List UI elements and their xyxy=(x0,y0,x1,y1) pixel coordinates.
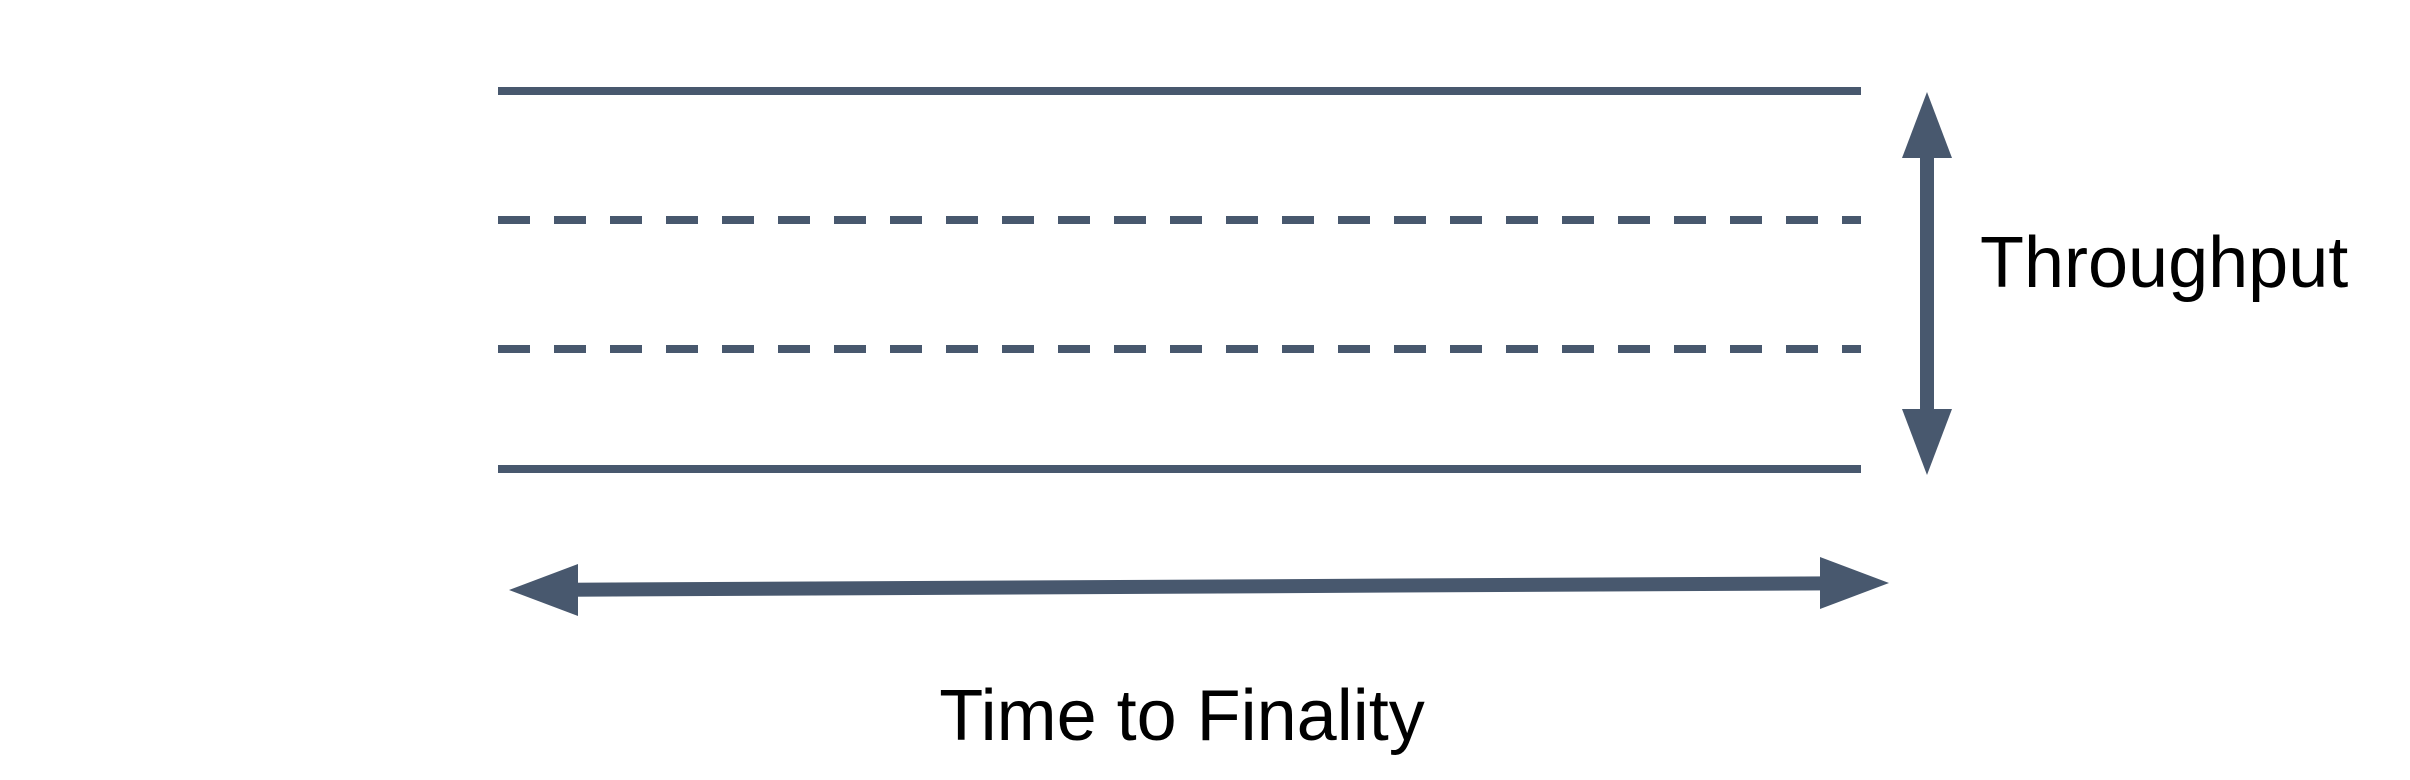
time-to-finality-arrowhead-right xyxy=(1820,557,1889,609)
time-to-finality-double-arrow-icon xyxy=(509,557,1889,616)
throughput-label: Throughput xyxy=(1980,223,2349,303)
time-to-finality-arrow-shaft xyxy=(569,576,1829,597)
time-to-finality-arrowhead-left xyxy=(509,564,578,616)
time-to-finality-label: Time to Finality xyxy=(939,676,1425,756)
throughput-arrowhead-up xyxy=(1902,92,1952,158)
throughput-double-arrow-icon xyxy=(1902,92,1952,475)
throughput-arrowhead-down xyxy=(1902,409,1952,475)
